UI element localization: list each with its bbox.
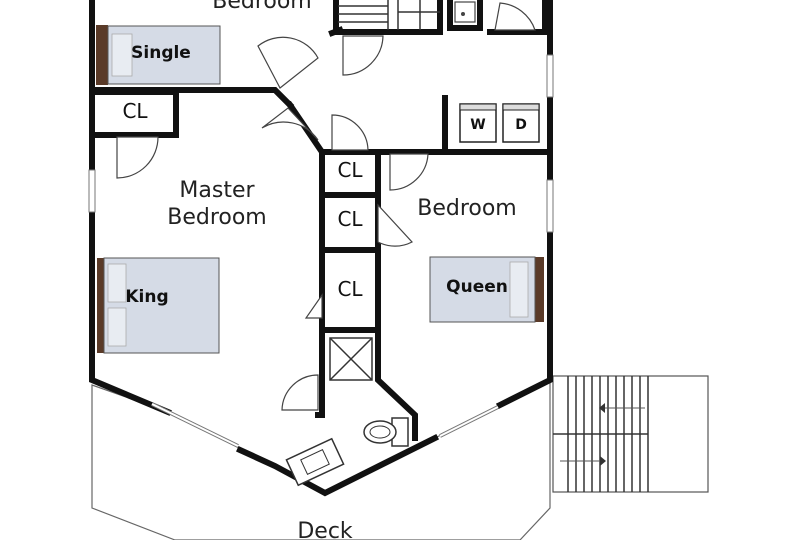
door-master xyxy=(261,107,319,141)
closet-label-3: CL xyxy=(337,277,363,301)
stair-arrow-icon xyxy=(600,456,606,466)
door-right-bedroom xyxy=(389,153,429,191)
doors xyxy=(116,2,536,411)
deck-stairs xyxy=(552,375,709,493)
washer-label: W xyxy=(470,117,485,133)
door-hall-lower xyxy=(331,114,369,151)
door-cl-left xyxy=(116,136,159,179)
stair-arrow-icon xyxy=(599,403,605,413)
queen-bed-label: Queen xyxy=(446,277,508,297)
dryer-label: D xyxy=(515,117,527,133)
master-bedroom-label-2: Bedroom xyxy=(167,205,267,230)
single-bed-label: Single xyxy=(131,43,191,63)
hall-stairs xyxy=(338,0,440,30)
door-bath xyxy=(281,374,319,411)
toilet-icon xyxy=(363,417,409,447)
door-top-bedroom xyxy=(257,36,319,89)
deck-label: Deck xyxy=(297,519,353,540)
right-bedroom-label: Bedroom xyxy=(417,196,517,221)
queen-bed: Queen xyxy=(429,256,544,323)
windows xyxy=(88,54,554,448)
door-cl-3 xyxy=(304,293,323,319)
door-top-right xyxy=(494,2,536,31)
door-hall-upper xyxy=(342,35,384,76)
top-drain-icon xyxy=(461,12,465,16)
closet-label-2: CL xyxy=(337,207,363,231)
king-bed: King xyxy=(97,257,220,354)
door-cl-2 xyxy=(377,203,413,247)
washer: W xyxy=(459,103,497,143)
closet-label-left: CL xyxy=(122,99,148,123)
top-sink xyxy=(454,1,476,23)
single-bed: Single xyxy=(96,25,221,85)
dryer: D xyxy=(502,103,540,143)
closet-label-1: CL xyxy=(337,158,363,182)
bathroom xyxy=(285,337,409,487)
master-bedroom-label-1: Master xyxy=(179,178,255,203)
king-bed-label: King xyxy=(125,287,168,307)
top-bedroom-label: Bedroom xyxy=(212,0,312,14)
